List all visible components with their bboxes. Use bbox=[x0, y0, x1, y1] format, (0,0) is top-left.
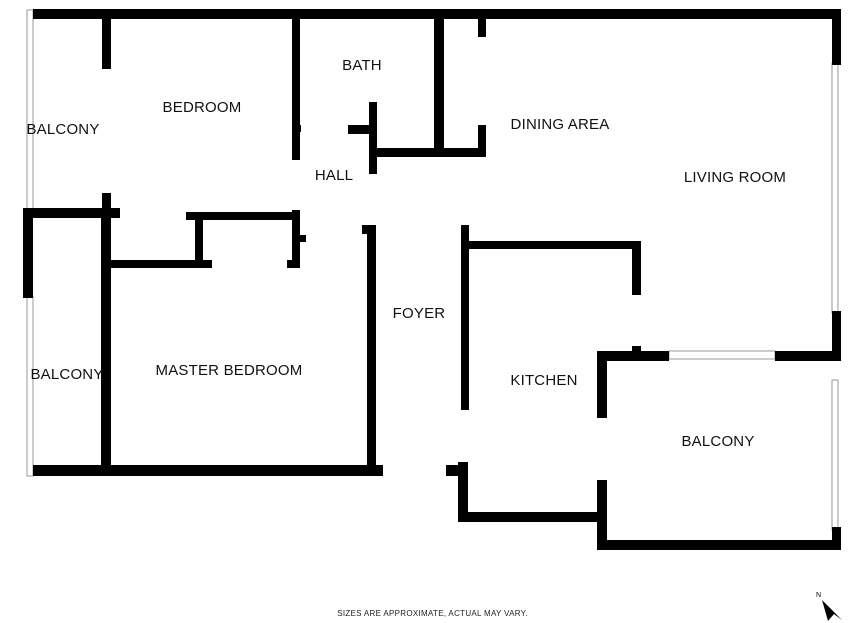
wall bbox=[101, 287, 111, 295]
room-labels: BALCONY BEDROOM BATH HALL DINING AREA LI… bbox=[26, 57, 786, 450]
room-label-balcony-right: BALCONY bbox=[681, 433, 754, 450]
compass-arrow bbox=[822, 600, 842, 621]
room-label-hall: HALL bbox=[315, 167, 353, 184]
wall bbox=[101, 212, 111, 468]
wall bbox=[362, 225, 376, 234]
wall bbox=[287, 260, 300, 268]
wall bbox=[33, 465, 383, 476]
wall bbox=[108, 260, 212, 268]
room-label-foyer: FOYER bbox=[393, 305, 446, 322]
wall bbox=[367, 225, 376, 472]
wall bbox=[597, 480, 607, 550]
wall bbox=[33, 9, 841, 19]
room-label-kitchen: KITCHEN bbox=[510, 372, 577, 389]
room-label-dining-area: DINING AREA bbox=[511, 116, 610, 133]
wall bbox=[446, 465, 468, 476]
wall bbox=[458, 512, 606, 522]
window-balcony-top bbox=[668, 350, 776, 360]
disclaimer-text: SIZES ARE APPROXIMATE, ACTUAL MAY VARY. bbox=[337, 609, 528, 618]
window-right-bottom bbox=[831, 379, 839, 531]
wall bbox=[369, 148, 485, 157]
wall bbox=[775, 351, 841, 361]
wall bbox=[832, 311, 841, 361]
wall bbox=[832, 527, 841, 550]
wall bbox=[292, 125, 301, 132]
wall bbox=[478, 17, 486, 37]
windows bbox=[26, 9, 839, 531]
wall bbox=[186, 212, 300, 220]
window-left-top bbox=[26, 9, 34, 211]
walls bbox=[23, 9, 841, 550]
wall bbox=[23, 208, 33, 298]
wall bbox=[597, 351, 669, 361]
wall bbox=[461, 225, 469, 410]
room-label-balcony-top-left: BALCONY bbox=[26, 121, 99, 138]
wall bbox=[102, 17, 111, 69]
wall bbox=[348, 125, 374, 134]
wall bbox=[369, 102, 377, 174]
room-label-bath: BATH bbox=[342, 57, 382, 74]
compass-label: N bbox=[816, 592, 821, 599]
room-label-balcony-mid-left: BALCONY bbox=[30, 366, 103, 383]
room-label-master-bedroom: MASTER BEDROOM bbox=[156, 362, 303, 379]
north-arrow-icon: N bbox=[816, 592, 842, 621]
window-right-top bbox=[831, 62, 839, 314]
room-label-living-room: LIVING ROOM bbox=[684, 169, 786, 186]
room-label-bedroom: BEDROOM bbox=[163, 99, 242, 116]
wall bbox=[632, 241, 641, 295]
wall bbox=[832, 9, 841, 65]
wall bbox=[23, 208, 120, 218]
wall bbox=[597, 540, 841, 550]
wall bbox=[458, 462, 468, 522]
wall bbox=[102, 193, 111, 213]
wall bbox=[292, 235, 306, 242]
wall bbox=[478, 125, 486, 157]
wall bbox=[597, 351, 607, 418]
wall bbox=[292, 17, 300, 160]
wall bbox=[461, 241, 641, 249]
wall bbox=[434, 17, 444, 155]
wall bbox=[195, 212, 203, 268]
window-left-bottom bbox=[26, 295, 34, 477]
